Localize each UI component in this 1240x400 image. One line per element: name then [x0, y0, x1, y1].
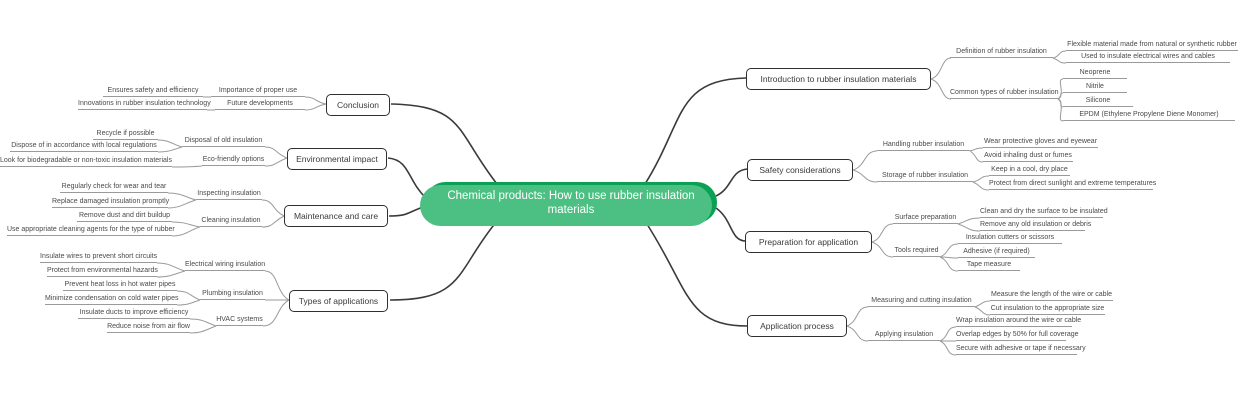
leaf-topic[interactable]: Flexible material made from natural or s… [1066, 39, 1238, 51]
leaf-topic[interactable]: Remove dust and dirt buildup [77, 210, 172, 222]
branch-conclusion[interactable]: Conclusion [326, 94, 390, 116]
leaf-topic[interactable]: Use appropriate cleaning agents for the … [7, 224, 175, 236]
leaf-topic[interactable]: Keep in a cool, dry place [989, 164, 1070, 176]
subtopic[interactable]: Importance of proper use [211, 85, 305, 97]
branch-introduction[interactable]: Introduction to rubber insulation materi… [746, 68, 931, 90]
subtopic[interactable]: Common types of rubber insulation [950, 87, 1059, 99]
leaf-topic[interactable]: Innovations in rubber insulation technol… [78, 98, 211, 110]
leaf-topic[interactable]: EPDM (Ethylene Propylene Diene Monomer) [1063, 109, 1235, 121]
leaf-topic[interactable]: Wear protective gloves and eyewear [983, 136, 1098, 148]
leaf-topic[interactable]: Used to insulate electrical wires and ca… [1066, 51, 1230, 63]
branch-safety-considerations[interactable]: Safety considerations [747, 159, 853, 181]
leaf-topic[interactable]: Look for biodegradable or non-toxic insu… [0, 155, 172, 167]
leaf-topic[interactable]: Wrap insulation around the wire or cable [956, 315, 1081, 327]
leaf-topic[interactable]: Insulate wires to prevent short circuits [40, 251, 157, 263]
subtopic[interactable]: Inspecting insulation [196, 188, 262, 200]
branch-maintenance-and-care[interactable]: Maintenance and care [284, 205, 388, 227]
leaf-topic[interactable]: Overlap edges by 50% for full coverage [956, 329, 1079, 341]
leaf-topic[interactable]: Minimize condensation on cold water pipe… [45, 293, 178, 305]
branch-environmental-impact[interactable]: Environmental impact [287, 148, 387, 170]
leaf-topic[interactable]: Insulate ducts to improve efficiency [78, 307, 190, 319]
leaf-topic[interactable]: Neoprene [1063, 67, 1127, 79]
leaf-topic[interactable]: Ensures safety and efficiency [103, 85, 203, 97]
leaf-topic[interactable]: Dispose of in accordance with local regu… [10, 140, 158, 152]
subtopic[interactable]: Surface preparation [893, 212, 958, 224]
root-topic[interactable]: Chemical products: How to use rubber ins… [420, 182, 717, 226]
leaf-topic[interactable]: Prevent heat loss in hot water pipes [63, 279, 177, 291]
subtopic[interactable]: Storage of rubber insulation [877, 170, 973, 182]
subtopic[interactable]: Electrical wiring insulation [185, 259, 265, 271]
subtopic[interactable]: Definition of rubber insulation [950, 46, 1053, 58]
sub-branch-connectors [156, 50, 1067, 356]
leaf-topic[interactable]: Tape measure [958, 259, 1020, 271]
subtopic[interactable]: HVAC systems [216, 314, 263, 326]
subtopic[interactable]: Cleaning insulation [200, 215, 262, 227]
leaf-topic[interactable]: Silicone [1063, 95, 1133, 107]
leaf-topic[interactable]: Remove any old insulation or debris [980, 219, 1091, 231]
leaf-topic[interactable]: Nitrile [1063, 81, 1127, 93]
subtopic[interactable]: Applying insulation [868, 329, 940, 341]
subtopic[interactable]: Disposal of old insulation [182, 135, 265, 147]
subtopic[interactable]: Handling rubber insulation [877, 139, 970, 151]
subtopic[interactable]: Tools required [893, 245, 940, 257]
subtopic[interactable]: Plumbing insulation [200, 288, 265, 300]
leaf-topic[interactable]: Clean and dry the surface to be insulate… [980, 206, 1108, 218]
leaf-topic[interactable]: Protect from environmental hazards [47, 265, 158, 277]
subtopic[interactable]: Eco-friendly options [202, 154, 265, 166]
branch-types-of-applications[interactable]: Types of applications [289, 290, 388, 312]
branch-preparation[interactable]: Preparation for application [745, 231, 872, 253]
subtopic[interactable]: Future developments [215, 98, 305, 110]
leaf-topic[interactable]: Avoid inhaling dust or fumes [983, 150, 1073, 162]
subtopic[interactable]: Measuring and cutting insulation [868, 295, 975, 307]
leaf-topic[interactable]: Insulation cutters or scissors [958, 232, 1062, 244]
main-branch-connectors [387, 77, 749, 327]
leaf-topic[interactable]: Regularly check for wear and tear [60, 181, 168, 193]
leaf-topic[interactable]: Secure with adhesive or tape if necessar… [956, 343, 1086, 355]
branch-application-process[interactable]: Application process [747, 315, 847, 337]
leaf-topic[interactable]: Adhesive (if required) [958, 246, 1035, 258]
leaf-topic[interactable]: Reduce noise from air flow [107, 321, 190, 333]
leaf-topic[interactable]: Cut insulation to the appropriate size [990, 303, 1105, 315]
leaf-topic[interactable]: Protect from direct sunlight and extreme… [989, 178, 1156, 190]
leaf-topic[interactable]: Recycle if possible [93, 128, 158, 140]
leaf-topic[interactable]: Replace damaged insulation promptly [52, 196, 169, 208]
leaf-topic[interactable]: Measure the length of the wire or cable [990, 289, 1113, 301]
